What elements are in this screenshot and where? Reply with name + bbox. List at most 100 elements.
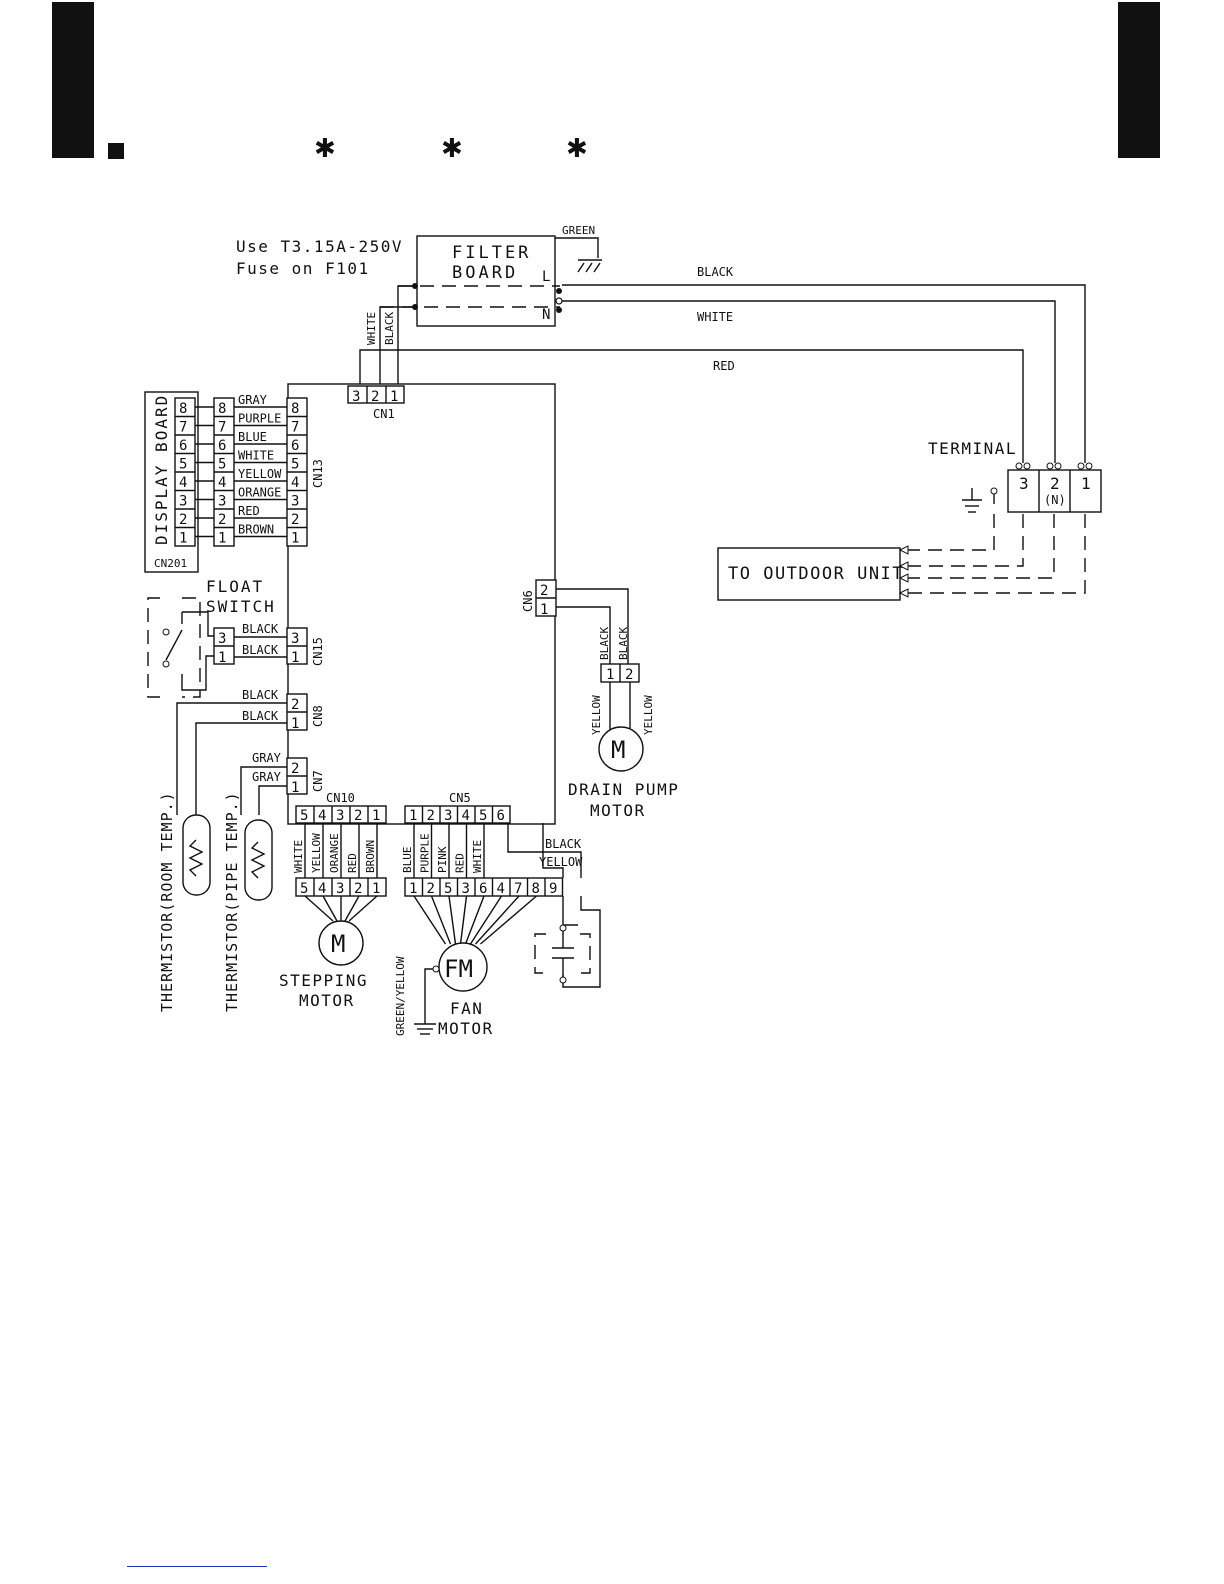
cn6-pin-2: 2 — [540, 583, 548, 599]
cn201-pin-7: 7 — [179, 420, 187, 436]
cn8-wire-1: BLACK — [242, 688, 279, 702]
drain-pump-label-2: MOTOR — [590, 801, 646, 820]
cn13-left-pin-8: 8 — [218, 401, 226, 417]
stepping-motor-label-1: STEPPING — [279, 971, 368, 990]
asterisk-icon-3: ✱ — [566, 134, 588, 164]
cn15-left-pin-1: 1 — [218, 650, 226, 666]
terminal-neutral-label: (N) — [1044, 493, 1066, 507]
asterisk-icon-2: ✱ — [441, 134, 463, 164]
cn5-wire-purple: PURPLE — [419, 833, 432, 873]
cn5-pin-5-4: 5 — [479, 808, 487, 824]
fan-motor-label-1: FAN — [450, 999, 483, 1018]
cn8-pin-2: 2 — [291, 697, 299, 713]
float-switch-label-1: FLOAT — [206, 577, 264, 596]
drain-pin-1: 1 — [606, 667, 614, 683]
cn5-wire-red: RED — [454, 853, 467, 873]
cn13-wire-purple: PURPLE — [238, 412, 281, 426]
fan-pin-3-3: 3 — [462, 881, 470, 897]
cn1-pin-3: 3 — [352, 389, 360, 405]
cn7-wire-1: GRAY — [252, 751, 282, 765]
terminal-block: TERMINAL 3 2 1 (N) — [928, 439, 1102, 513]
filter-board-label-2: BOARD — [452, 263, 518, 283]
cn5-extra-wire-yellow: YELLOW — [539, 855, 583, 869]
fan-motor-symbol: FM — [444, 955, 473, 983]
cn201-pin-3: 3 — [179, 494, 187, 510]
red-mains-label: RED — [713, 359, 735, 373]
cn13-left-pin-7: 7 — [218, 420, 226, 436]
cn7-pin-2: 2 — [291, 761, 299, 777]
cn201-pin-4: 4 — [179, 475, 187, 491]
cn10-pin-1-4: 1 — [372, 808, 380, 824]
cn7-pipe-thermistor: 2 1 GRAY GRAY CN7 THERMISTOR(PIPE TEMP.) — [223, 751, 325, 1012]
cn7-wire-2: GRAY — [252, 770, 282, 784]
cn13-wire-brown: BROWN — [238, 523, 274, 537]
cn10-label: CN10 — [326, 791, 355, 805]
fan-pin-9-8: 9 — [549, 881, 557, 897]
drain-wire-2: YELLOW — [642, 695, 655, 735]
terminal-pin-2: 2 — [1050, 474, 1060, 493]
cn13-left-pin-6: 6 — [218, 438, 226, 454]
section-tab-right — [1118, 2, 1160, 158]
cn13-left-pin-5: 5 — [218, 457, 226, 473]
cn201-pin-8: 8 — [179, 401, 187, 417]
cn5-pin-1-0: 1 — [409, 808, 417, 824]
cn8-wire-2: BLACK — [242, 709, 279, 723]
terminal-pin-3: 3 — [1019, 474, 1029, 493]
fuse-note-line-1: Use T3.15A-250V — [236, 237, 403, 256]
terminal-pin-1: 1 — [1081, 474, 1091, 493]
cn10-pin-4-1: 4 — [318, 808, 326, 824]
green-wire-label: GREEN — [562, 224, 595, 237]
float-switch: FLOAT SWITCH 3 1 3 1 BLACK BLACK CN15 — [147, 577, 325, 698]
bullet-square-icon — [108, 143, 124, 159]
cn6-drain-pump: 2 1 CN6 BLACK BLACK 1 2 YELLOW YELLOW M … — [521, 579, 679, 820]
cn1-connector: 3 2 1 CN1 — [347, 385, 405, 421]
fan-pin-5-2: 5 — [444, 881, 452, 897]
cn7-pin-1: 1 — [291, 780, 299, 796]
mains-wires: BLACK WHITE RED WHITE BLACK — [359, 265, 1086, 463]
fan-pin-2-1: 2 — [427, 881, 435, 897]
filter-ground: GREEN — [555, 224, 602, 273]
cn13-wire-orange: ORANGE — [238, 486, 281, 500]
cn13-wire-blue: BLUE — [238, 430, 267, 444]
fuse-note-line-2: Fuse on F101 — [236, 259, 370, 278]
cn10-wire-brown: BROWN — [364, 840, 377, 873]
drain-pump-label-1: DRAIN PUMP — [568, 780, 679, 799]
filter-board-label-1: FILTER — [452, 243, 531, 263]
cn10-pin-3-2: 3 — [336, 808, 344, 824]
cn15-pin-3: 3 — [291, 631, 299, 647]
cn13-pin-8: 8 — [291, 401, 299, 417]
outdoor-unit-box: TO OUTDOOR UNIT — [717, 514, 1086, 601]
cn13-wire-white: WHITE — [238, 449, 274, 463]
outdoor-unit-label: TO OUTDOOR UNIT — [728, 564, 904, 584]
cn13-left-pin-4: 4 — [218, 475, 226, 491]
cn13-wire-yellow: YELLOW — [238, 467, 282, 481]
stepper-pin-5-0: 5 — [300, 881, 308, 897]
stepping-motor-label-2: MOTOR — [299, 991, 355, 1010]
cn10-wire-orange: ORANGE — [328, 833, 341, 873]
cn8-pin-1: 1 — [291, 716, 299, 732]
cn13-pin-1: 1 — [291, 531, 299, 547]
cn13-pin-2: 2 — [291, 512, 299, 528]
cn5-pin-2-1: 2 — [427, 808, 435, 824]
cn15-wire-2: BLACK — [242, 643, 279, 657]
cn10-wire-red: RED — [346, 853, 359, 873]
cn201-pin-2: 2 — [179, 512, 187, 528]
stepper-pin-3-2: 3 — [336, 881, 344, 897]
cn13-label: CN13 — [311, 459, 325, 488]
filter-L-label: L — [542, 269, 550, 285]
cn10-wire-yellow: YELLOW — [310, 833, 323, 873]
cn13-pin-3: 3 — [291, 494, 299, 510]
drain-pin-2: 2 — [625, 667, 633, 683]
cn13-wire-red: RED — [238, 504, 260, 518]
cn201-pin-6: 6 — [179, 438, 187, 454]
cn5-pin-6-5: 6 — [497, 808, 505, 824]
stepper-pin-4-1: 4 — [318, 881, 326, 897]
cn13-left-pin-3: 3 — [218, 494, 226, 510]
cn13-pin-7: 7 — [291, 420, 299, 436]
drain-pump-motor-symbol: M — [611, 736, 625, 764]
cn13-left-pin-1: 1 — [218, 531, 226, 547]
cn5-wire-blue: BLUE — [401, 847, 414, 874]
stepper-pin-2-3: 2 — [354, 881, 362, 897]
